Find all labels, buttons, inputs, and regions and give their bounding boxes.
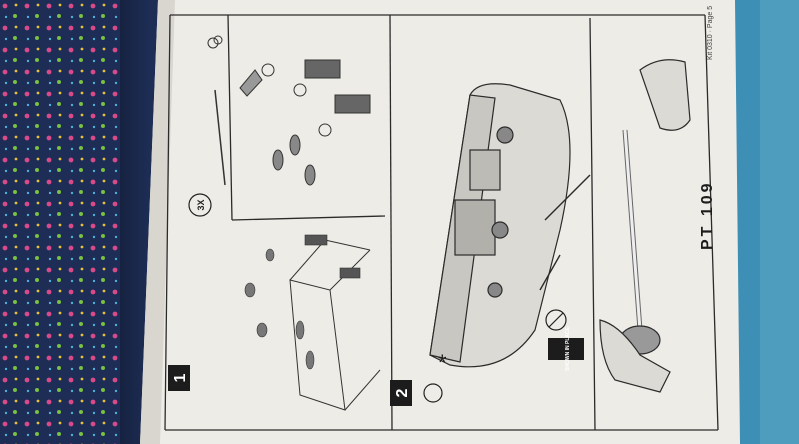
patterned-fabric-band: [0, 0, 120, 444]
step-2-number: 2: [394, 388, 411, 397]
page-header: Kit 0310 · Page 5: [707, 6, 714, 60]
sheet-shadow-fold: [140, 0, 175, 444]
shown-in-place-tag: [548, 338, 584, 360]
wood-table-highlight: [760, 0, 799, 444]
step-1-number: 1: [172, 373, 189, 382]
3x-label: 3X: [196, 199, 206, 210]
step1-propeller-assembly: [207, 35, 371, 186]
step1-small-parts: [244, 234, 361, 370]
display-stand-parts: [599, 59, 691, 393]
asterisk-mark: *: [438, 350, 447, 375]
step-2-box: [390, 380, 412, 406]
no-glue-icon-slash: [548, 312, 564, 328]
no-glue-icon: [545, 309, 567, 331]
pt-109-marking: PT 109: [699, 180, 716, 250]
shown-in-place-text: SHOWN IN PLACE: [565, 326, 571, 371]
step-1-box: [168, 365, 190, 391]
star-note-icon: [423, 383, 443, 403]
3x-badge: [188, 193, 212, 217]
pt-boat-hull: [429, 83, 591, 368]
panel-frame: [164, 14, 719, 431]
instruction-sheet: [140, 0, 740, 444]
